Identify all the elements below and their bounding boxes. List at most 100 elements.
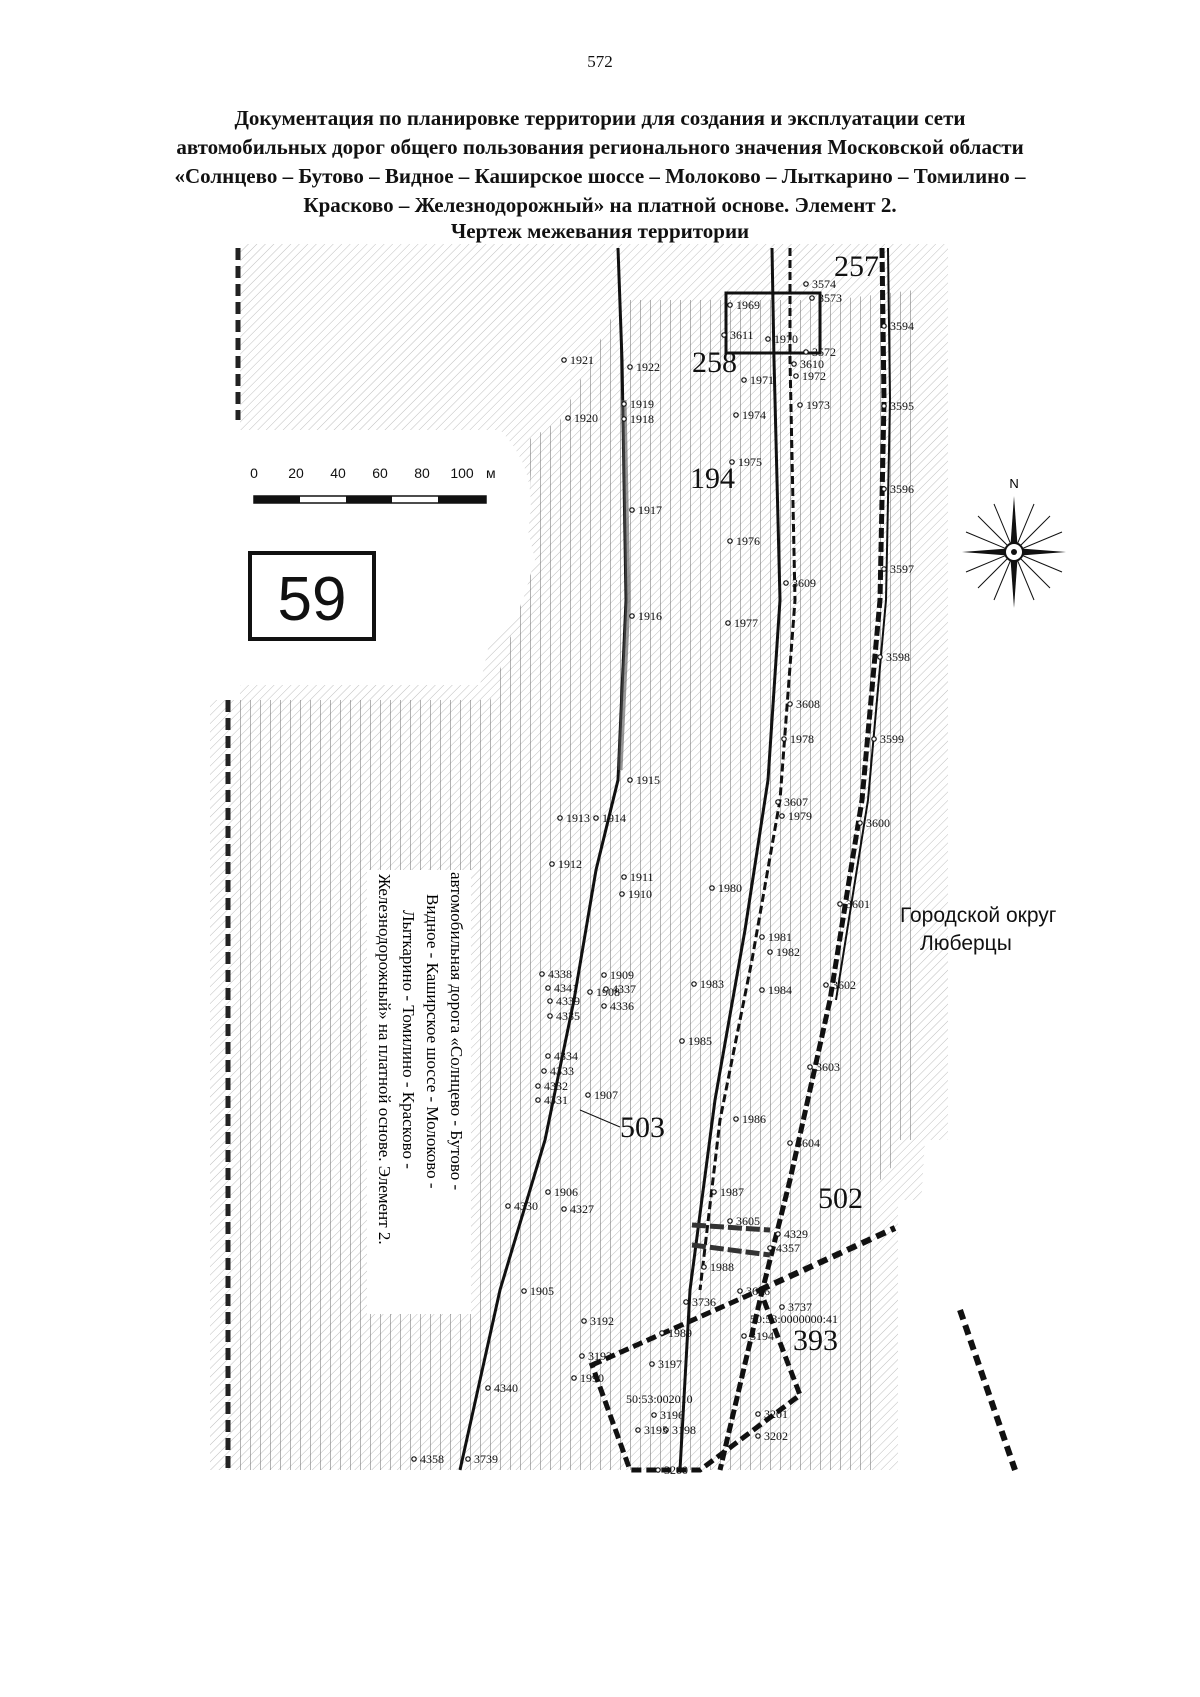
survey-point-label: 3739	[474, 1452, 498, 1466]
survey-point-label: 1975	[738, 455, 762, 469]
survey-point-label: 4337	[612, 982, 636, 996]
road-band-left	[617, 399, 631, 771]
survey-point-marker	[565, 415, 571, 421]
survey-point-marker	[621, 874, 627, 880]
page-number: 572	[587, 52, 613, 71]
survey-point-marker	[797, 402, 803, 408]
document-title: Документация по планировке территории дл…	[120, 104, 1080, 220]
survey-point-label: 4332	[544, 1079, 568, 1093]
survey-point-marker	[561, 1206, 567, 1212]
survey-point-label: 3611	[730, 328, 754, 342]
survey-point-label: 3198	[672, 1423, 696, 1437]
survey-point-marker	[881, 403, 887, 409]
survey-point-label: 1914	[602, 811, 626, 825]
survey-point-marker	[535, 1097, 541, 1103]
survey-point-marker	[823, 982, 829, 988]
road-label-line-1: автомобильная дорога «Солнцево - Бутово …	[447, 872, 466, 1191]
survey-point-marker	[779, 1304, 785, 1310]
survey-point-marker	[877, 654, 883, 660]
survey-point-label: 4338	[548, 967, 572, 981]
survey-point-label: 4329	[784, 1227, 808, 1241]
survey-point-label: 1905	[530, 1284, 554, 1298]
zone-label-194: 194	[690, 462, 735, 495]
survey-point-label: 3610	[800, 357, 824, 371]
survey-point-label: 1907	[594, 1088, 618, 1102]
scale-tick-0: 0	[250, 465, 258, 481]
scale-tick-100: 100	[450, 465, 474, 481]
survey-point-marker	[579, 1353, 585, 1359]
scale-unit: м	[486, 465, 496, 481]
parcel-393-outline	[588, 1286, 804, 1473]
survey-point-label: 3598	[886, 650, 910, 664]
survey-point-marker	[755, 1411, 761, 1417]
survey-point-marker	[581, 1318, 587, 1324]
survey-point-label: 1913	[566, 811, 590, 825]
survey-point-label: 1912	[558, 857, 582, 871]
survey-point-marker	[871, 736, 877, 742]
survey-point-marker	[691, 981, 697, 987]
survey-point-marker	[465, 1456, 471, 1462]
survey-point-marker	[781, 736, 787, 742]
survey-point-label: 3606	[746, 1284, 770, 1298]
survey-point-label: 3574	[812, 277, 836, 291]
survey-point-marker	[571, 1375, 577, 1381]
survey-point-label: 4336	[610, 999, 634, 1013]
survey-point-label: 1989	[668, 1326, 692, 1340]
dashed-boundary-diagonal	[758, 1225, 897, 1293]
scale-tick-60: 60	[372, 465, 388, 481]
survey-point-marker	[535, 1083, 541, 1089]
survey-point-marker	[601, 972, 607, 978]
survey-point-label: 1915	[636, 773, 660, 787]
survey-point-label: 1982	[776, 945, 800, 959]
survey-point-label: 1974	[742, 408, 766, 422]
scale-tick-20: 20	[288, 465, 304, 481]
survey-point-label: 1921	[570, 353, 594, 367]
survey-point-label: 3573	[818, 291, 842, 305]
survey-point-label: 3599	[880, 732, 904, 746]
survey-point-marker	[767, 949, 773, 955]
survey-point-label: 1910	[628, 887, 652, 901]
survey-point-label: 3601	[846, 897, 870, 911]
survey-point-marker	[621, 416, 627, 422]
survey-point-marker	[809, 295, 815, 301]
survey-point-marker	[775, 799, 781, 805]
survey-point-label: 1922	[636, 360, 660, 374]
survey-point-label: 3195	[644, 1423, 668, 1437]
survey-point-label: 3608	[796, 697, 820, 711]
survey-point-label: 3594	[890, 319, 914, 333]
survey-point-marker	[505, 1203, 511, 1209]
survey-point-label: 3572	[812, 345, 836, 359]
survey-point-marker	[649, 1361, 655, 1367]
survey-point-label: 1985	[688, 1034, 712, 1048]
survey-point-marker	[629, 507, 635, 513]
road-label-line-3: Лыткарино - Томилино - Красково -	[399, 910, 418, 1169]
survey-point-marker	[837, 901, 843, 907]
survey-point-label: 3595	[890, 399, 914, 413]
survey-point-label: 3600	[866, 816, 890, 830]
survey-point-marker	[783, 580, 789, 586]
survey-point-marker	[683, 1299, 689, 1305]
survey-point-label: 4341	[554, 981, 578, 995]
district-label: Городской округ Люберцы	[900, 904, 1057, 955]
survey-point-marker	[561, 357, 567, 363]
crossing-band	[691, 1222, 771, 1258]
map-blank-area-right	[905, 1140, 990, 1470]
sheet-number-box: 59	[248, 551, 376, 641]
parcel-label-002010: 50:53:002010	[626, 1392, 693, 1406]
survey-point-label: 1988	[710, 1260, 734, 1274]
survey-point-marker	[779, 813, 785, 819]
title-line-1: Документация по планировке территории дл…	[234, 106, 966, 130]
survey-point-marker	[721, 332, 727, 338]
survey-point-marker	[587, 989, 593, 995]
survey-point-marker	[547, 998, 553, 1004]
survey-point-marker	[803, 349, 809, 355]
survey-point-marker	[803, 281, 809, 287]
boundary-line-right-inner	[835, 247, 892, 1001]
survey-point-label: 1919	[630, 397, 654, 411]
survey-point-label: 1990	[580, 1371, 604, 1385]
survey-point-label: 1979	[788, 809, 812, 823]
survey-point-label: 3736	[692, 1295, 716, 1309]
survey-point-marker	[881, 323, 887, 329]
survey-point-label: 4331	[544, 1093, 568, 1107]
scale-tick-80: 80	[414, 465, 430, 481]
